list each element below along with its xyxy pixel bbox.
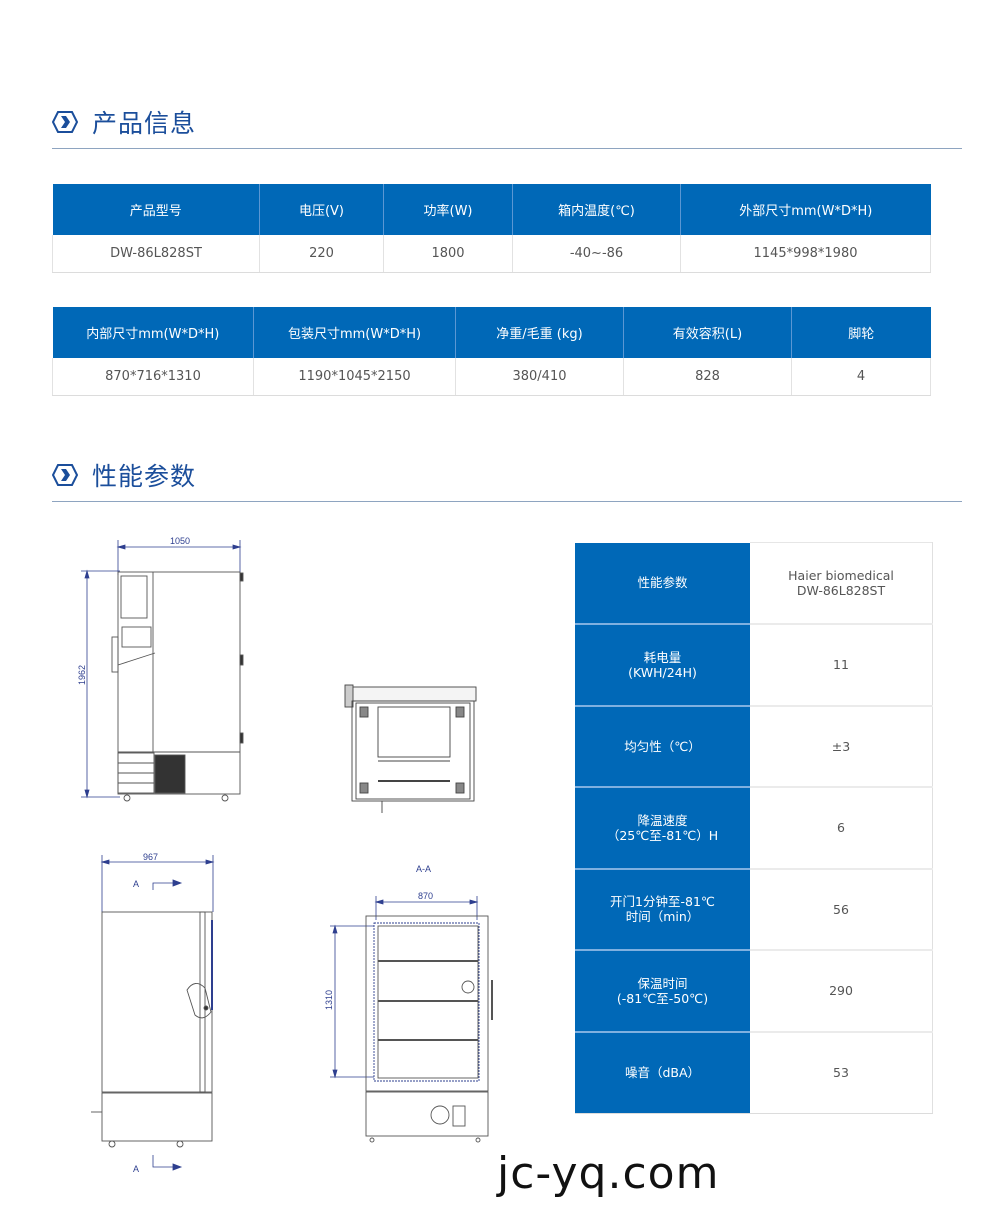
section-view-drawing: A-A 870 1310 [324,864,493,1143]
cell-model: DW-86L828ST [52,235,260,273]
cell-voltage: 220 [259,235,384,273]
key-line2: 时间（min） [625,909,700,925]
cell-package-size: 1190*1045*2150 [253,358,456,396]
key-line1: 保温时间 [637,975,688,991]
table-row: 870*716*1310 1190*1045*2150 380/410 828 … [52,358,931,396]
brand-name: Haier biomedical [788,568,894,583]
key-line1: 耗电量 [643,649,682,665]
section-divider [52,148,962,149]
perf-key-cooling-speed: 降温速度 （25℃至-81℃）H [575,787,750,870]
perf-value-noise: 53 [750,1031,933,1114]
perf-key-holdover-time: 保温时间 (-81℃至-50℃) [575,950,750,1033]
key-line2: （25℃至-81℃）H [606,827,719,843]
table-row: 降温速度 （25℃至-81℃）H 6 [575,787,933,870]
cell-external-size: 1145*998*1980 [680,235,931,273]
header-external-size: 外部尺寸mm(W*D*H) [680,184,931,235]
perf-value-power-consumption: 11 [750,624,933,707]
header-voltage: 电压(V) [259,184,384,235]
section-marker-top: A [133,879,139,889]
section-marker-bottom: A [133,1164,139,1174]
perf-value-door-open-recovery: 56 [750,868,933,951]
side-view-drawing: 967 A A [91,852,215,1174]
section-title-aa: A-A [416,864,431,874]
header-package-size: 包装尺寸mm(W*D*H) [253,307,456,358]
perf-header-key: 性能参数 [575,542,750,625]
header-temp: 箱内温度(℃) [512,184,681,235]
key-line1: 噪音（dBA） [624,1065,701,1080]
hexagon-chevron-icon [52,464,78,486]
cell-temp: -40~-86 [512,235,681,273]
table-row: 均匀性（℃） ±3 [575,705,933,788]
perf-value-uniformity: ±3 [750,705,933,788]
side-width-dim: 967 [143,852,158,862]
header-power: 功率(W) [383,184,513,235]
header-internal-size: 内部尺寸mm(W*D*H) [52,307,254,358]
perf-key-uniformity: 均匀性（℃） [575,705,750,788]
top-view-drawing [344,684,477,813]
key-line2: (-81℃至-50℃) [616,990,709,1006]
header-model: 产品型号 [52,184,260,235]
model-name: DW-86L828ST [796,583,886,598]
key-line1: 降温速度 [637,812,688,828]
table-row: 保温时间 (-81℃至-50℃) 290 [575,950,933,1033]
spec-table-2: 内部尺寸mm(W*D*H) 包装尺寸mm(W*D*H) 净重/毛重 (kg) 有… [52,307,931,396]
perf-key-noise: 噪音（dBA） [575,1031,750,1114]
front-width-dim: 1050 [170,536,190,546]
watermark: jc-yq.com [497,1148,720,1199]
perf-value-holdover-time: 290 [750,950,933,1033]
section-width-dim: 870 [418,891,433,901]
hexagon-chevron-icon [52,111,78,133]
header-weight: 净重/毛重 (kg) [455,307,624,358]
cell-capacity: 828 [623,358,792,396]
perf-key-door-open-recovery: 开门1分钟至-81℃ 时间（min） [575,868,750,951]
section-height-dim: 1310 [324,990,334,1010]
section-divider [52,501,962,502]
key-line2: (KWH/24H) [628,664,697,680]
table-row: DW-86L828ST 220 1800 -40~-86 1145*998*19… [52,235,931,273]
performance-table: 性能参数 Haier biomedical DW-86L828ST 耗电量 (K… [575,542,933,1114]
section-title: 产品信息 [92,109,197,138]
key-line1: 均匀性（℃） [624,738,701,754]
header-casters: 脚轮 [791,307,931,358]
front-view-drawing: 1050 1962 [77,536,244,802]
table-row: 噪音（dBA） 53 [575,1031,933,1114]
table-header-row: 内部尺寸mm(W*D*H) 包装尺寸mm(W*D*H) 净重/毛重 (kg) 有… [52,307,931,358]
key-line1: 开门1分钟至-81℃ [610,894,715,910]
section-title: 性能参数 [92,462,197,491]
spec-table-1: 产品型号 电压(V) 功率(W) 箱内温度(℃) 外部尺寸mm(W*D*H) D… [52,184,931,273]
cell-casters: 4 [791,358,931,396]
perf-value-cooling-speed: 6 [750,787,933,870]
section-performance: 性能参数 [52,455,962,502]
table-row: 耗电量 (KWH/24H) 11 [575,624,933,707]
perf-key-power-consumption: 耗电量 (KWH/24H) [575,624,750,707]
section-product-info: 产品信息 [52,102,962,149]
cell-internal-size: 870*716*1310 [52,358,254,396]
table-row: 开门1分钟至-81℃ 时间（min） 56 [575,868,933,951]
cell-weight: 380/410 [455,358,624,396]
perf-header-row: 性能参数 Haier biomedical DW-86L828ST [575,542,933,625]
table-header-row: 产品型号 电压(V) 功率(W) 箱内温度(℃) 外部尺寸mm(W*D*H) [52,184,931,235]
front-height-dim: 1962 [77,665,87,685]
header-capacity: 有效容积(L) [623,307,792,358]
perf-header-value: Haier biomedical DW-86L828ST [750,542,933,625]
cell-power: 1800 [383,235,513,273]
